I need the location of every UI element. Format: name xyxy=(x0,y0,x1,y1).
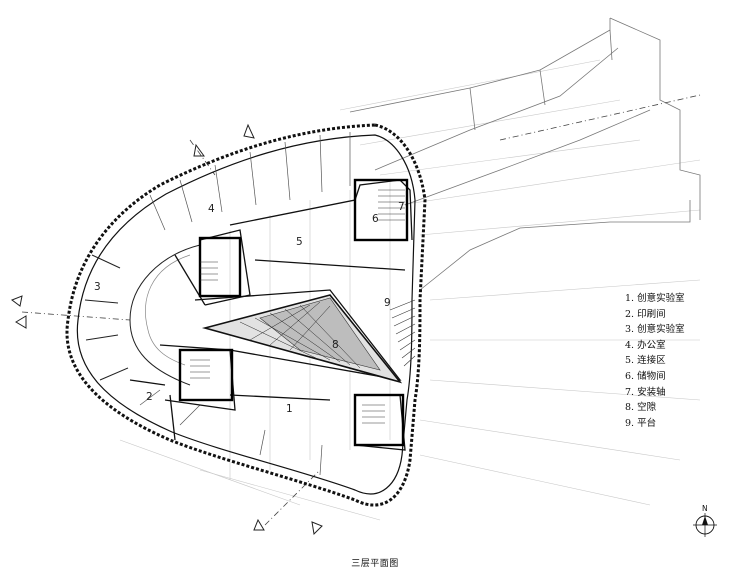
facade-mullions xyxy=(139,132,351,476)
bridge-structure xyxy=(349,17,701,291)
view-markers xyxy=(10,123,323,536)
room-label-9: 9 xyxy=(384,297,391,309)
room-label-3: 3 xyxy=(94,281,101,293)
room-label-6: 6 xyxy=(372,213,379,225)
stair-treads xyxy=(190,189,405,424)
legend-item-1: 1. 创意实验室 xyxy=(625,293,685,304)
room-label-7: 7 xyxy=(398,201,405,213)
legend-item-9: 9. 平台 xyxy=(625,417,657,429)
terrace-hatch xyxy=(389,299,416,367)
outer-facade xyxy=(65,123,427,507)
stair-cores xyxy=(178,178,409,447)
north-arrow: N xyxy=(693,504,717,537)
legend-item-8: 8. 空隙 xyxy=(625,402,657,414)
legend-item-4: 4. 办公室 xyxy=(625,339,666,351)
legend-item-3: 3. 创意实验室 xyxy=(625,324,685,336)
central-void xyxy=(201,294,403,384)
legend-item-6: 6. 储物间 xyxy=(625,370,666,382)
inner-curved-wall xyxy=(84,244,201,386)
legend-item-7: 7. 安装轴 xyxy=(625,386,666,398)
room-label-5: 5 xyxy=(296,236,303,248)
legend: 1. 创意实验室 2. 印刷间 3. 创意实验室 4. 办公室 5. 连接区 6… xyxy=(625,291,685,431)
section-lines xyxy=(21,94,701,526)
north-arrow-label: N xyxy=(702,504,708,513)
room-label-2: 2 xyxy=(146,391,153,403)
room-label-4: 4 xyxy=(208,203,215,215)
legend-item-2: 2. 印刷间 xyxy=(625,308,666,320)
room-labels: 1 2 3 4 5 6 7 8 9 xyxy=(94,201,405,415)
legend-item-5: 5. 连接区 xyxy=(625,355,666,367)
room-label-1: 1 xyxy=(286,403,293,415)
drawing-title: 三层平面图 xyxy=(351,559,399,569)
room-label-8: 8 xyxy=(332,339,339,351)
